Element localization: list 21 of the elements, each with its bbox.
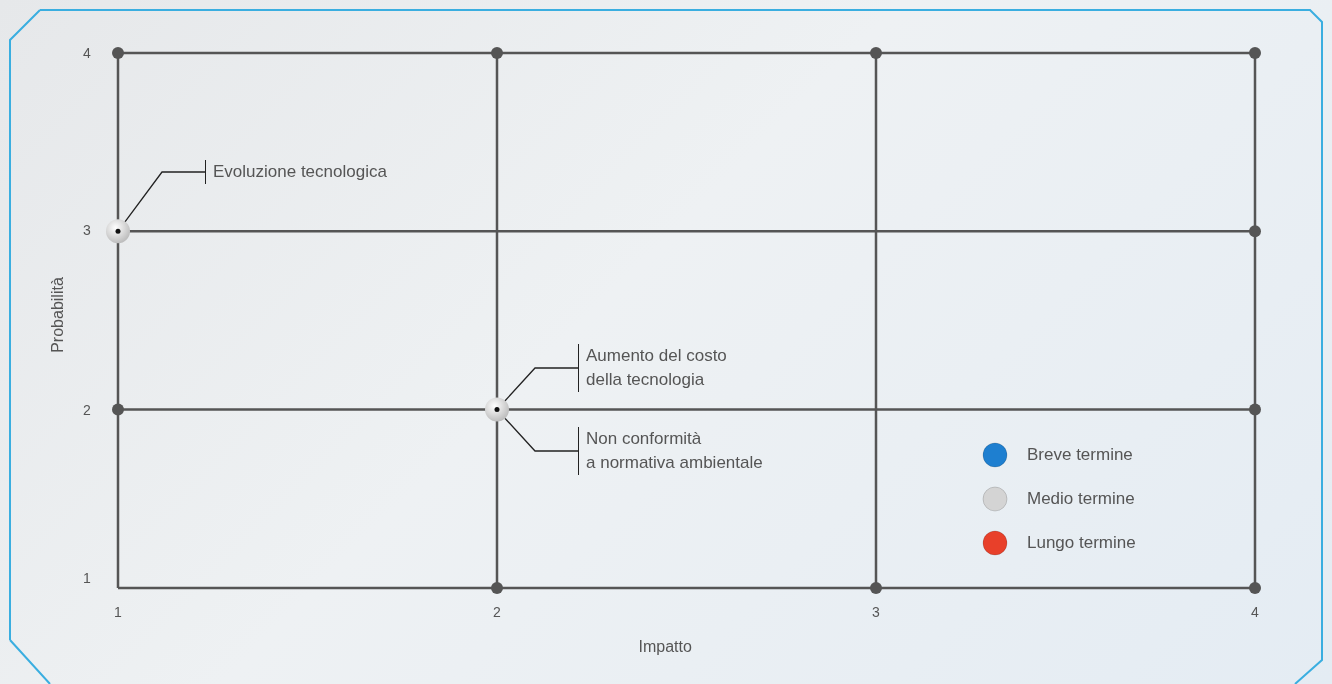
tick-label: 1 [114,604,122,620]
callout-text: Evoluzione tecnologica [205,160,387,184]
leader-line [504,417,579,452]
tick-label: 2 [83,402,91,418]
leader-line [504,367,579,402]
callout-text: Non conformità a normativa ambientale [578,427,763,475]
tick-label: 1 [83,570,91,586]
axis-title: Probabilità [48,277,67,353]
tick-label: 3 [872,604,880,620]
callout-text: Aumento del costo della tecnologia [578,344,727,392]
legend-label: Breve termine [1027,445,1133,465]
leader-line [124,171,206,223]
legend-label: Medio termine [1027,489,1135,509]
tick-label: 2 [493,604,501,620]
axis-title: Impatto [638,638,692,656]
risk-point [485,397,509,422]
risk-point [106,219,130,244]
tick-label: 4 [83,45,91,61]
legend-label: Lungo termine [1027,533,1136,553]
tick-label: 3 [83,222,91,238]
tick-label: 4 [1251,604,1259,620]
